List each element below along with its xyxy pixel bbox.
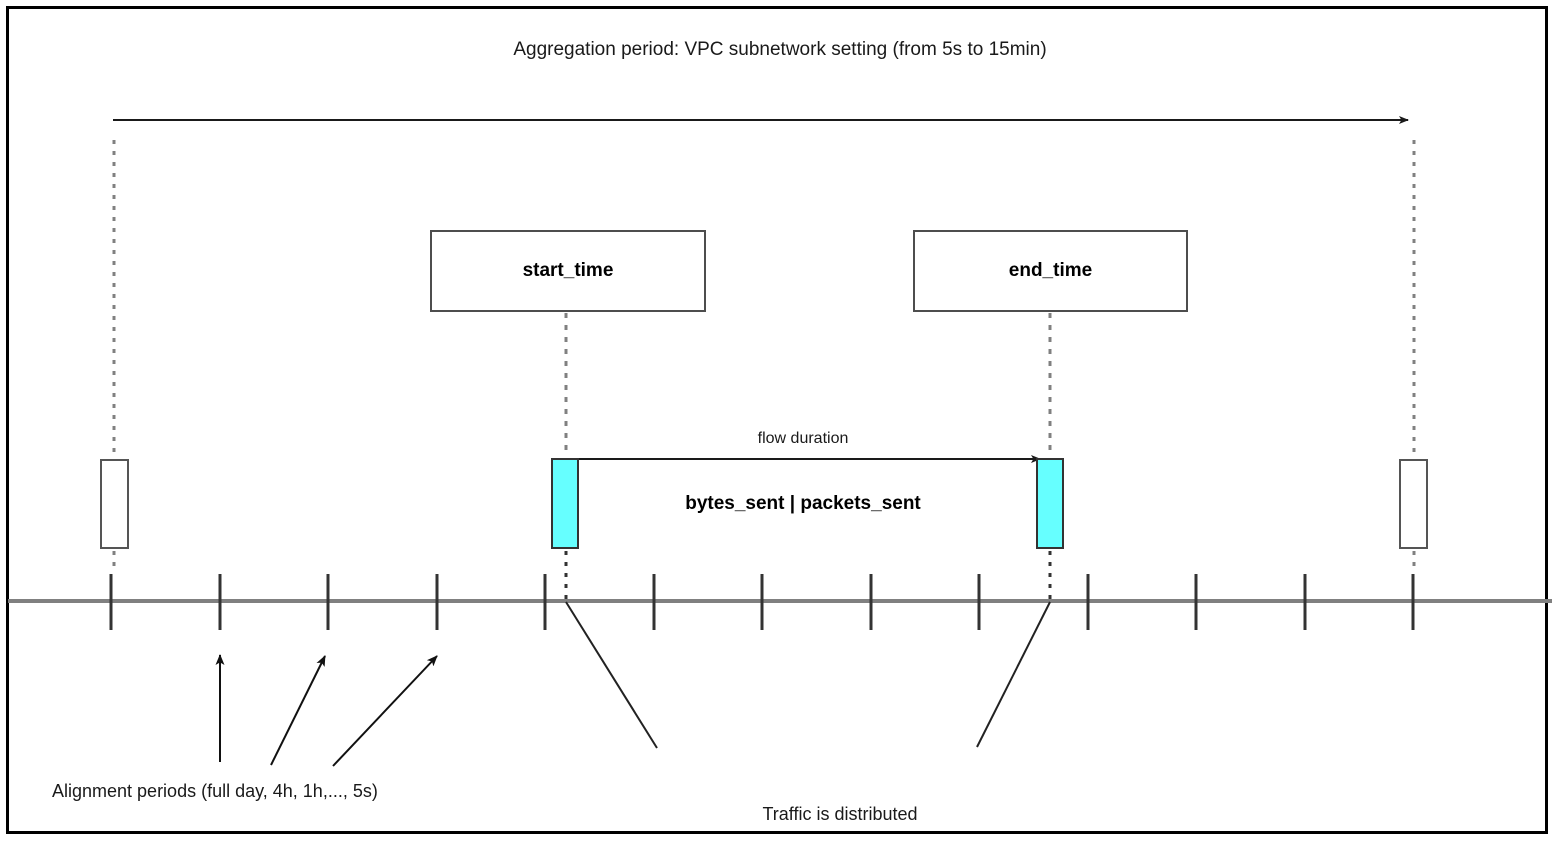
distribution-note-line-1: Traffic is distributed bbox=[762, 804, 918, 825]
aggregation-boundary-rect-left bbox=[100, 459, 129, 549]
flow-end-marker bbox=[1036, 458, 1064, 549]
diagram-frame bbox=[6, 6, 1548, 834]
start-time-box[interactable]: start_time bbox=[430, 230, 706, 312]
flow-duration-label: flow duration bbox=[757, 430, 849, 447]
flow-start-marker bbox=[551, 458, 579, 549]
aggregation-boundary-rect-right bbox=[1399, 459, 1428, 549]
end-time-box[interactable]: end_time bbox=[913, 230, 1188, 312]
distribution-note: Traffic is distributed proportionally am… bbox=[690, 749, 990, 846]
alignment-periods-label: Alignment periods (full day, 4h, 1h,...,… bbox=[52, 781, 378, 801]
flow-metrics-label: bytes_sent | packets_sent bbox=[685, 493, 921, 514]
diagram-title: Aggregation period: VPC subnetwork setti… bbox=[513, 39, 1047, 60]
